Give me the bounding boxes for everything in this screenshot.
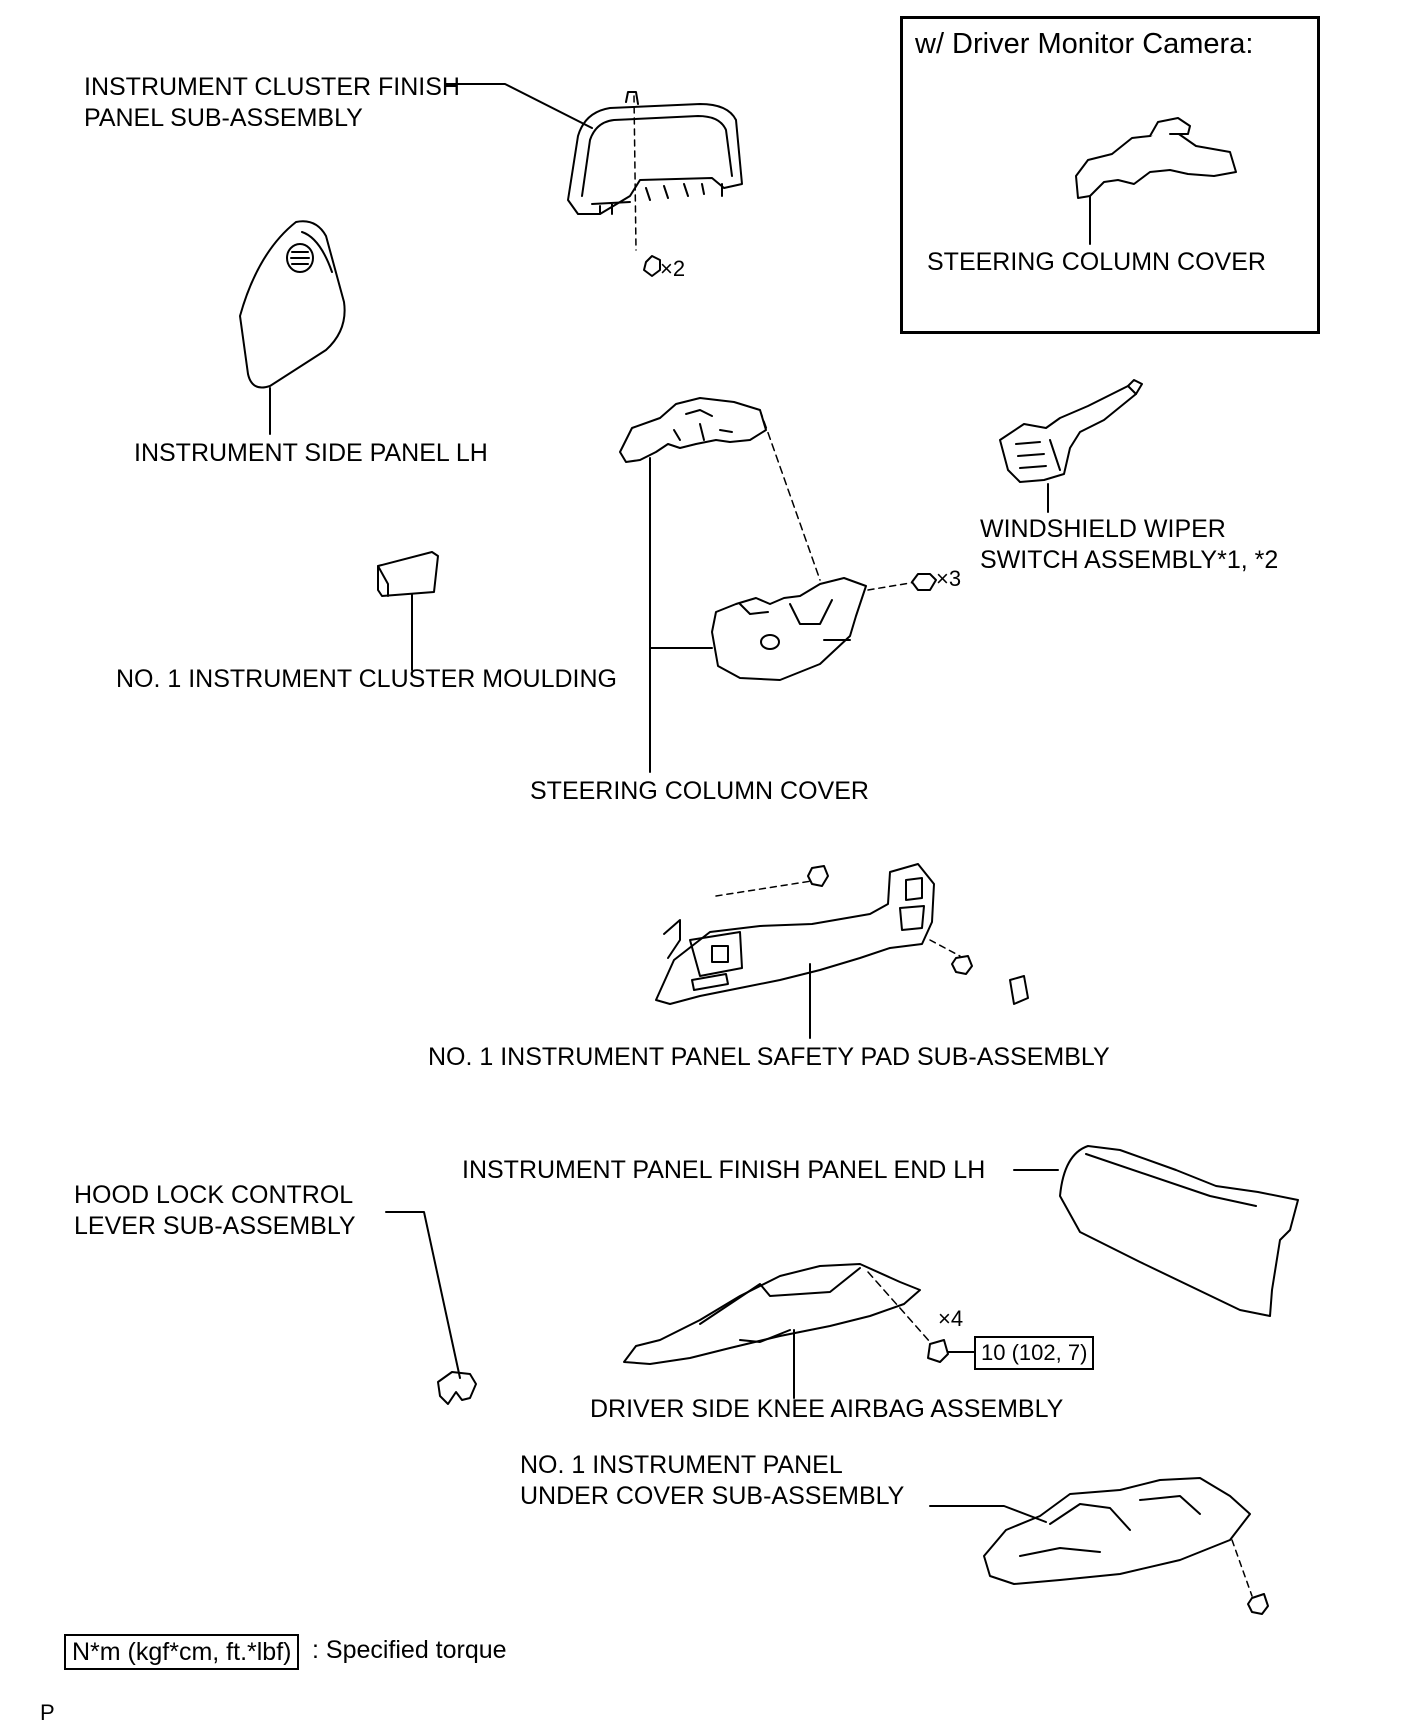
windshield-wiper-switch-part bbox=[999, 379, 1143, 513]
instrument-panel-finish-panel-end-lh-part bbox=[1013, 1145, 1299, 1317]
corner-mark: P bbox=[40, 1700, 55, 1725]
torque-legend-description: : Specified torque bbox=[312, 1636, 507, 1664]
label-line-1: INSTRUMENT CLUSTER FINISH bbox=[84, 73, 460, 101]
no1-instrument-cluster-moulding-part bbox=[377, 551, 439, 671]
torque-units-box: N*m (kgf*cm, ft.*lbf) bbox=[64, 1634, 300, 1670]
column-cover-screws-quantity: ×3 bbox=[936, 566, 962, 591]
instrument-panel-finish-panel-end-lh-label: INSTRUMENT PANEL FINISH PANEL END LH bbox=[462, 1156, 986, 1184]
label-line-2: PANEL SUB-ASSEMBLY bbox=[84, 104, 363, 132]
driver-side-knee-airbag-part bbox=[623, 1263, 975, 1399]
cluster-clips-quantity: ×2 bbox=[660, 256, 686, 281]
label-line-1: WINDSHIELD WIPER bbox=[980, 515, 1226, 543]
steering-column-cover-part bbox=[619, 397, 937, 773]
no1-instrument-panel-under-cover-part bbox=[929, 1477, 1269, 1615]
instrument-side-panel-lh-part bbox=[239, 220, 346, 435]
hood-lock-control-lever-part bbox=[385, 1211, 477, 1405]
label-line-1: HOOD LOCK CONTROL bbox=[74, 1181, 354, 1209]
inset-steering-column-cover-label: STEERING COLUMN COVER bbox=[927, 248, 1266, 276]
inset-frame: w/ Driver Monitor Camera: STEERING COLUM… bbox=[900, 16, 1320, 334]
instrument-cluster-finish-panel-part bbox=[445, 83, 743, 277]
knee-airbag-torque-box: 10 (102, 7) bbox=[974, 1336, 1095, 1370]
inset-title: w/ Driver Monitor Camera: bbox=[915, 28, 1254, 60]
label-line-2: UNDER COVER SUB-ASSEMBLY bbox=[520, 1482, 905, 1510]
inset-steering-column-cover-part bbox=[1075, 117, 1237, 245]
no1-instrument-cluster-moulding-label: NO. 1 INSTRUMENT CLUSTER MOULDING bbox=[116, 665, 617, 693]
label-line-2: SWITCH ASSEMBLY*1, *2 bbox=[980, 546, 1279, 574]
instrument-side-panel-lh-label: INSTRUMENT SIDE PANEL LH bbox=[134, 439, 488, 467]
driver-side-knee-airbag-label: DRIVER SIDE KNEE AIRBAG ASSEMBLY bbox=[590, 1395, 1064, 1423]
label-line-2: LEVER SUB-ASSEMBLY bbox=[74, 1212, 356, 1240]
steering-column-cover-label: STEERING COLUMN COVER bbox=[530, 777, 869, 805]
no1-instrument-panel-safety-pad-label: NO. 1 INSTRUMENT PANEL SAFETY PAD SUB-AS… bbox=[428, 1043, 1110, 1071]
knee-airbag-bolts-quantity: ×4 bbox=[938, 1306, 964, 1331]
no1-instrument-panel-safety-pad-part bbox=[655, 863, 1029, 1039]
label-line-1: NO. 1 INSTRUMENT PANEL bbox=[520, 1451, 843, 1479]
